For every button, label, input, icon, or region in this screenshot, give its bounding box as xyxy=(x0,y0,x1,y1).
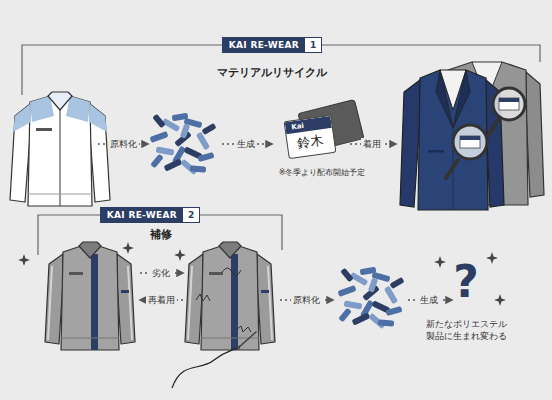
tab-title: KAI RE-WEAR xyxy=(101,208,183,222)
step-label: 生成 xyxy=(418,294,440,307)
section-title: マテリアルリサイクル xyxy=(217,65,327,80)
section-title: 補修 xyxy=(150,227,172,242)
section-tab: KAI RE-WEAR1 xyxy=(222,37,322,53)
badge-name: 鈴木 xyxy=(286,128,335,158)
step-label: 着用 xyxy=(361,138,383,151)
note-text: ※冬季より配布開始予定 xyxy=(279,167,366,178)
step-label: 原料化 xyxy=(291,294,322,307)
step-label: 原料化 xyxy=(108,138,139,151)
badge-brand: Kai xyxy=(284,116,331,134)
question-mark: ? xyxy=(453,260,479,304)
step-label: 生成 xyxy=(235,138,257,151)
step-label: 再着用 xyxy=(146,294,177,307)
tab-number: 2 xyxy=(183,208,199,222)
section-tab: KAI RE-WEAR2 xyxy=(100,207,200,223)
step-label: 劣化 xyxy=(150,267,172,280)
tab-title: KAI RE-WEAR xyxy=(223,38,305,52)
tab-number: 1 xyxy=(305,38,321,52)
result-text: 新たなポリエステル 製品に生まれ変わる xyxy=(421,319,511,342)
name-badge: Kai鈴木 xyxy=(283,115,336,159)
